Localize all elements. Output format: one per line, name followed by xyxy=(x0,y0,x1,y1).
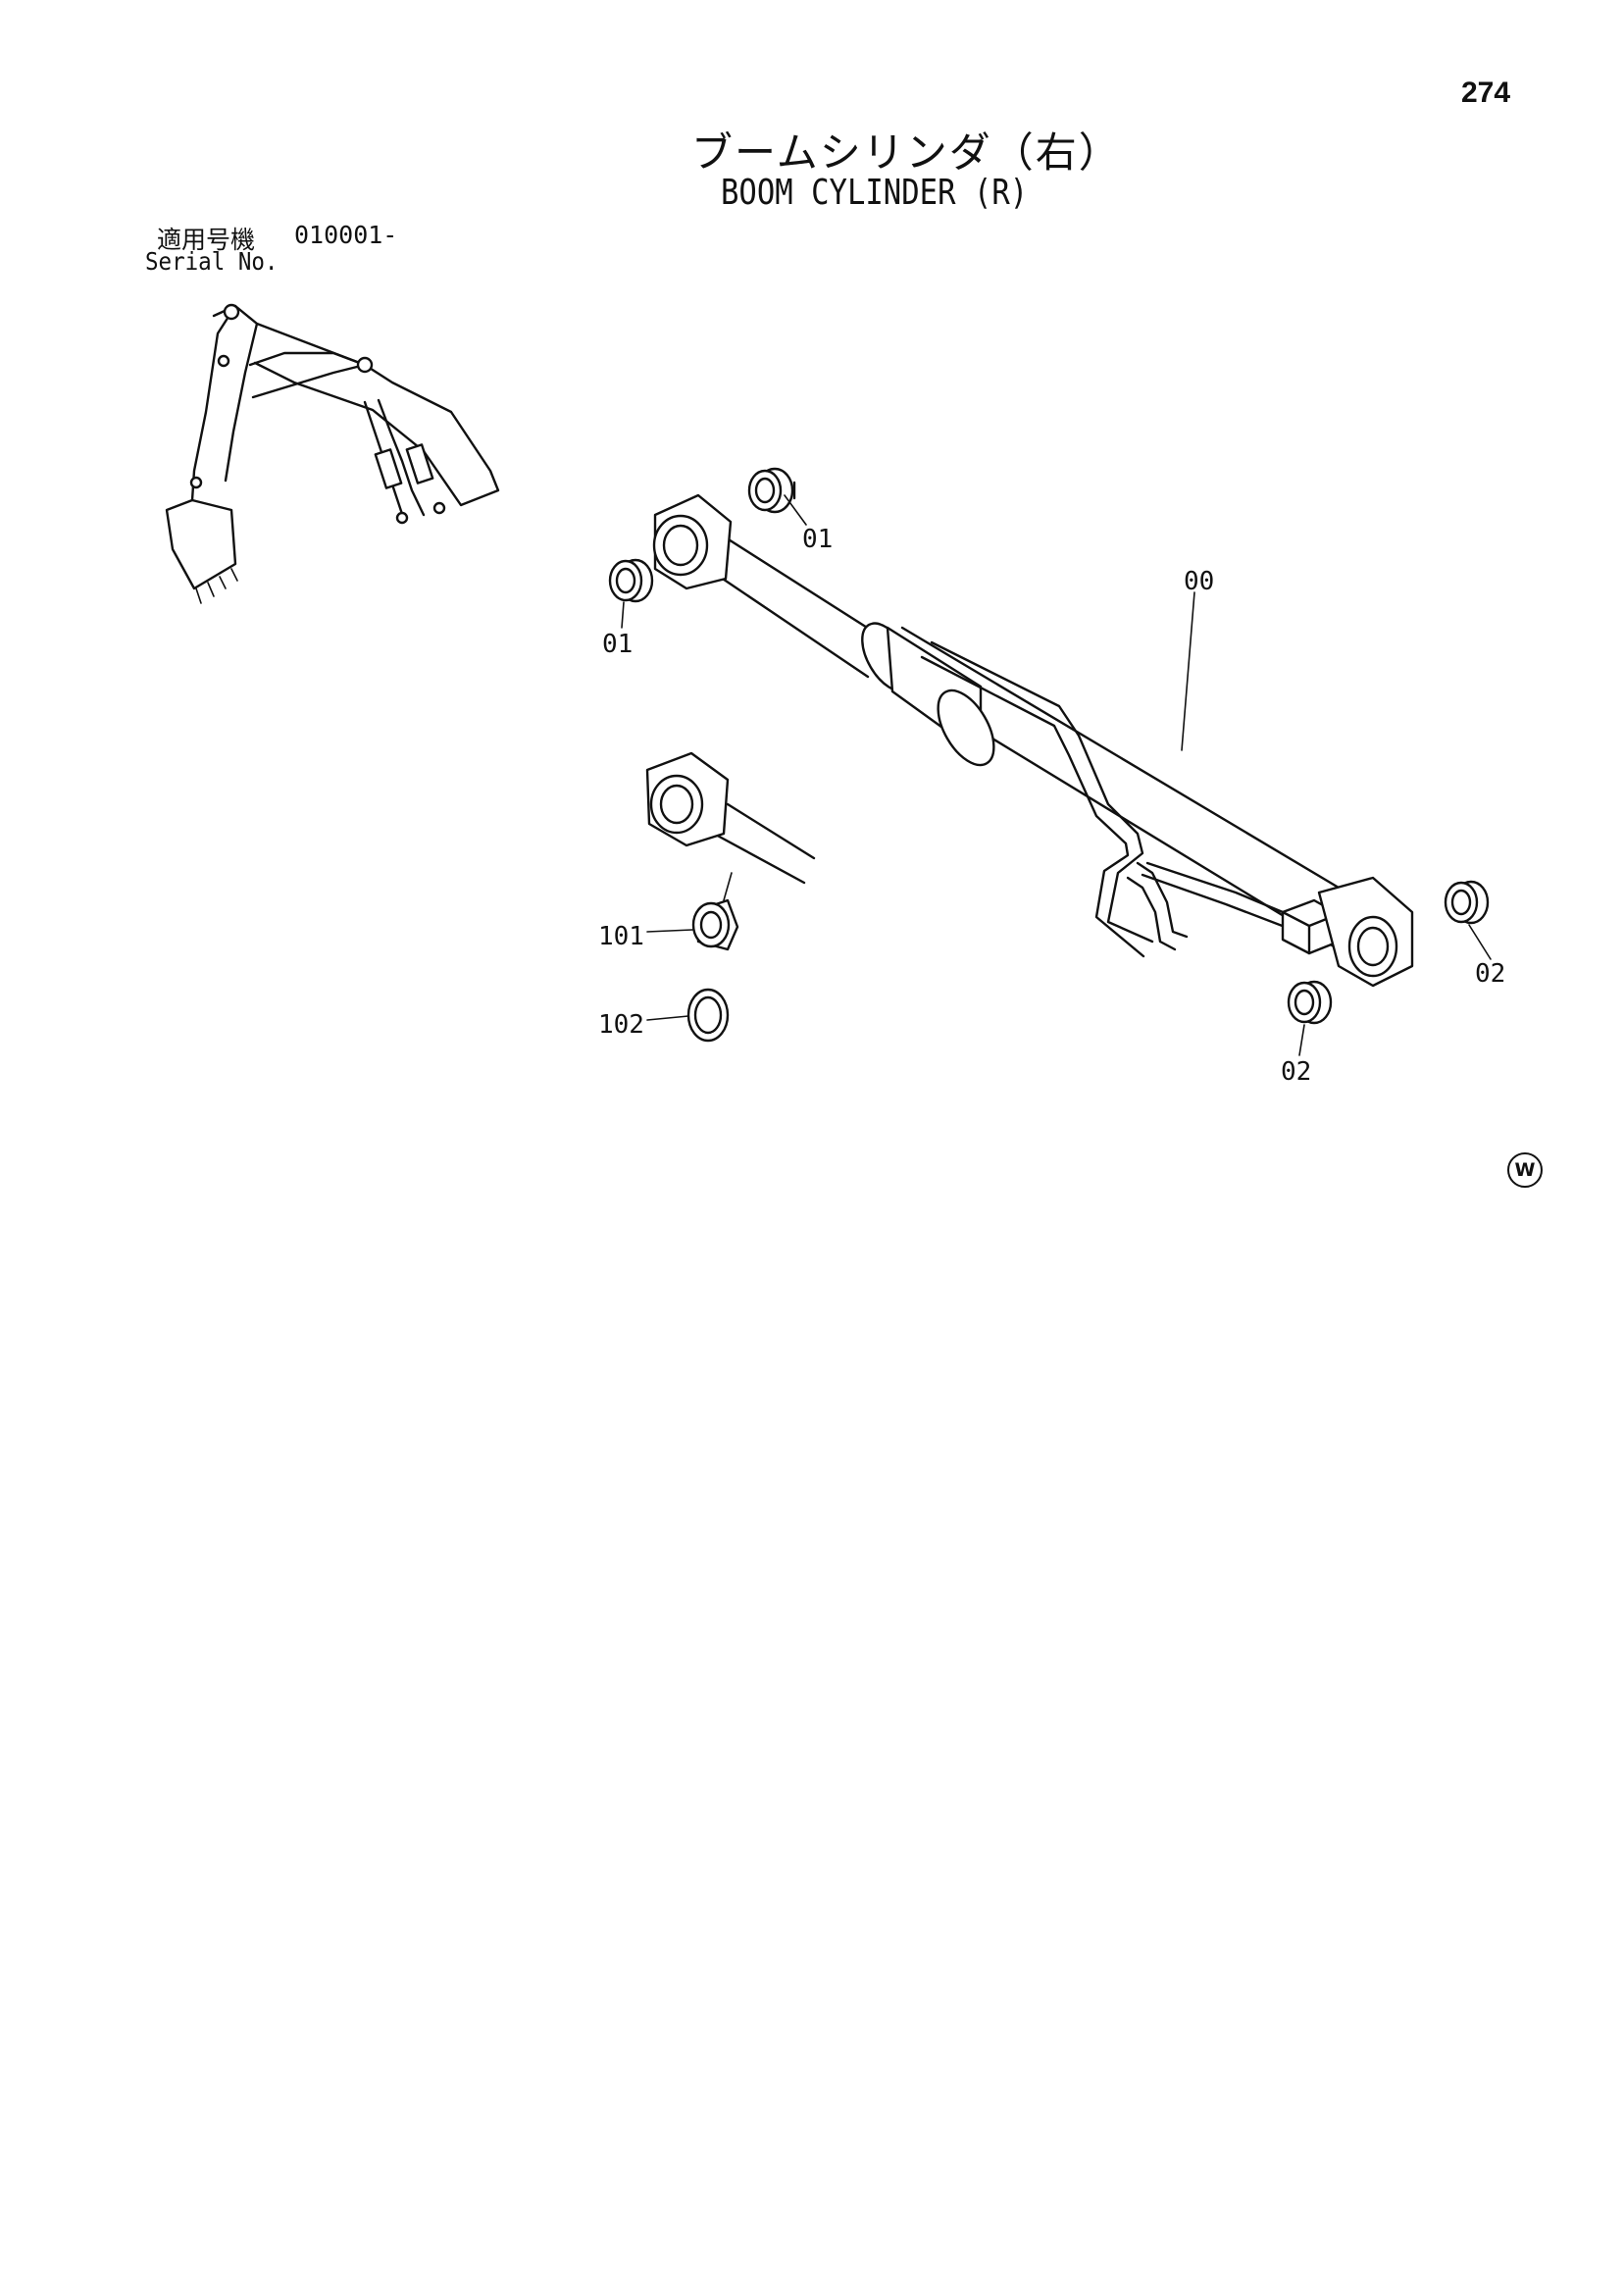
callout-00-cylinder: 00 xyxy=(1184,567,1215,596)
serial-label-english: Serial No. xyxy=(145,247,279,276)
serial-value: 010001- xyxy=(294,221,398,249)
boom-cylinder-drawing xyxy=(608,467,1490,1025)
callout-01-top: 01 xyxy=(802,525,834,554)
title-english: BOOM CYLINDER (R) xyxy=(721,173,1029,213)
callout-02-right: 02 xyxy=(1475,959,1506,989)
callout-102-snap-ring: 102 xyxy=(598,1010,644,1040)
serial-label-japanese: 適用号機 xyxy=(157,226,256,254)
excavator-thumbnail xyxy=(165,303,500,604)
callout-101-seal: 101 xyxy=(598,922,644,951)
callout-02-lower: 02 xyxy=(1281,1057,1312,1087)
callout-01-left: 01 xyxy=(602,630,634,659)
w-mark-icon: W xyxy=(1507,1152,1543,1188)
leader-lines xyxy=(621,494,1492,1056)
page-number: 274 xyxy=(1461,77,1511,109)
title-japanese: ブームシリンダ（右） xyxy=(691,128,1122,177)
rod-end-detail-drawing xyxy=(645,751,816,1043)
